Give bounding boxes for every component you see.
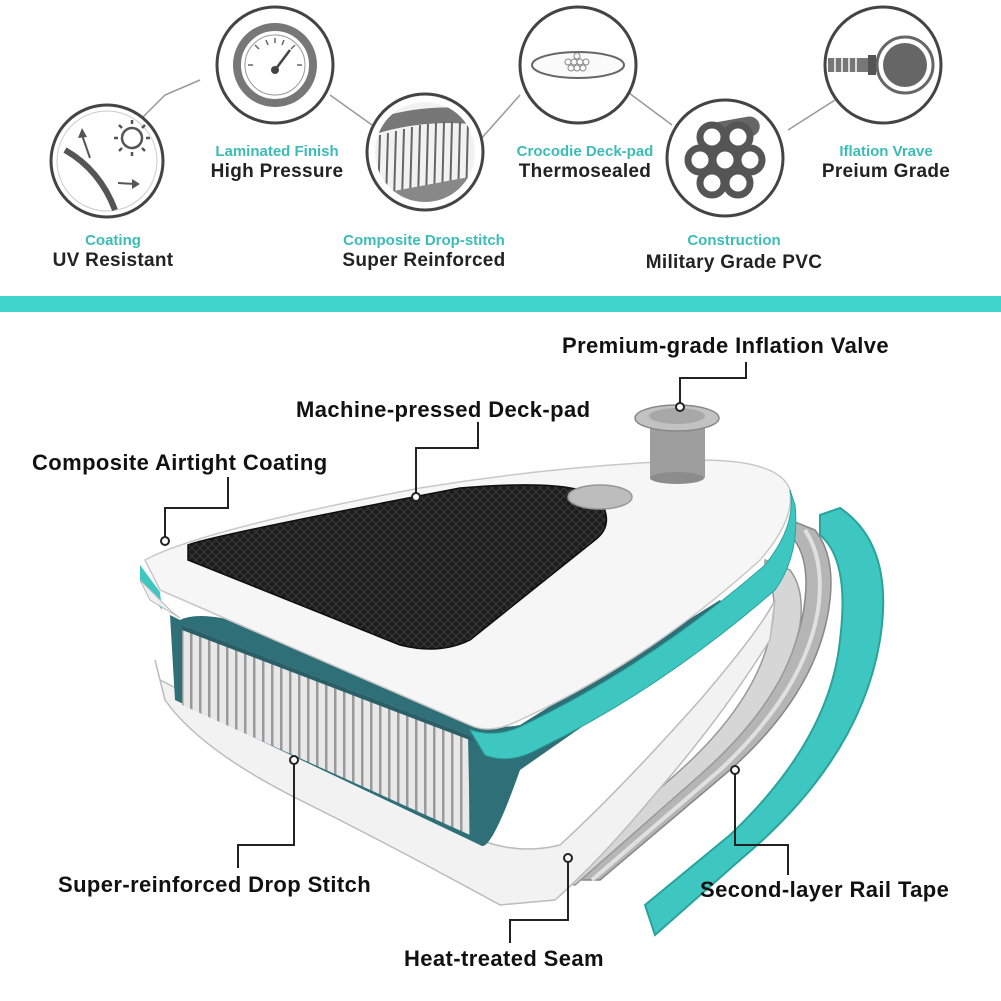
feature-subtitle-construction: Construction [687, 232, 781, 249]
board-cutaway-illustration [139, 362, 885, 943]
board-bottom-layer [154, 599, 776, 906]
pressure-gauge-icon [215, 5, 335, 125]
board-teal-edge [468, 489, 797, 760]
callout-inflation-valve: Premium-grade Inflation Valve [562, 333, 890, 358]
callout-airtight-coating: Composite Airtight Coating [32, 450, 328, 475]
feature-subtitle-deck-pad: Crocodie Deck-pad [516, 143, 654, 160]
drop-stitch-icon [365, 92, 485, 212]
feature-title-super-reinforced: Super Reinforced [342, 250, 506, 271]
feature-subtitle-drop-stitch: Composite Drop-stitch [343, 232, 505, 249]
inflation-valve-icon [823, 5, 943, 125]
feature-title-uv-resistant: UV Resistant [52, 250, 174, 271]
deck-plate [567, 484, 633, 510]
feature-subtitle-inflation: Iflation Vrave [839, 143, 933, 160]
callout-deck-pad: Machine-pressed Deck-pad [296, 397, 591, 422]
leader-valve [679, 362, 747, 405]
drop-stitch-core [170, 600, 735, 847]
feature-title-thermosealed: Thermosealed [518, 161, 652, 182]
callout-heat-seam: Heat-treated Seam [404, 946, 604, 971]
callout-rail-tape: Second-layer Rail Tape [700, 877, 950, 902]
leader-dropstitch [237, 760, 295, 868]
callout-drop-stitch: Super-reinforced Drop Stitch [58, 872, 372, 897]
feature-subtitle-coating: Coating [85, 232, 141, 249]
accent-divider [0, 296, 1001, 312]
pvc-tubes-icon [665, 98, 785, 218]
leader-coating [164, 477, 229, 540]
inflation-valve [634, 404, 720, 484]
features-connectors [49, 5, 943, 219]
rail-tape-outer [643, 506, 885, 937]
feature-subtitle-laminated: Laminated Finish [215, 143, 339, 160]
leader-seam [509, 858, 569, 943]
feature-title-premium-grade: Preium Grade [821, 161, 951, 182]
feature-title-military-pvc: Military Grade PVC [645, 252, 823, 273]
feature-title-high-pressure: High Pressure [210, 161, 344, 182]
deck-pad-icon [518, 5, 638, 125]
uv-sun-icon [49, 103, 165, 219]
leader-deckpad [415, 422, 479, 495]
leader-railtape [734, 770, 789, 875]
features-section: Coating UV Resistant Laminated Finish Hi… [0, 0, 1001, 300]
